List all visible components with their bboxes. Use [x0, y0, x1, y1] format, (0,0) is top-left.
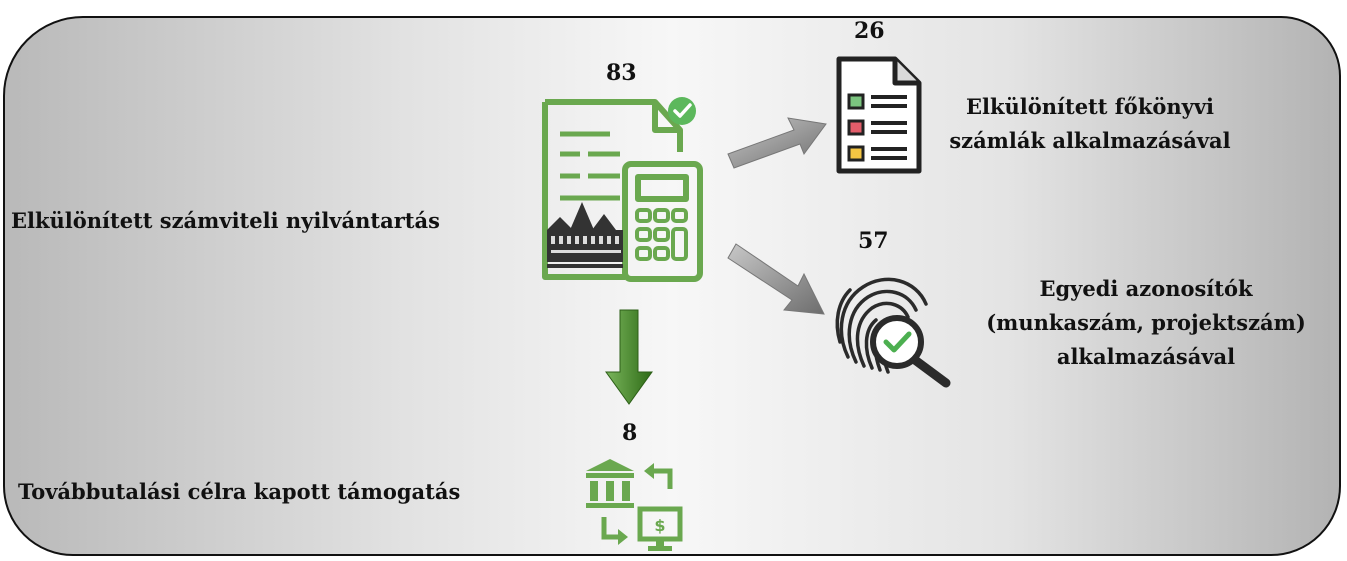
svg-text:$: $: [654, 516, 665, 535]
bank-transfer-icon: $: [586, 459, 683, 551]
fingerprint-magnifier-icon: [835, 277, 951, 388]
identifiers-label-line3: alkalmazásával: [1056, 344, 1236, 369]
arrow-to-ledger: [727, 117, 827, 169]
main-count: 83: [606, 60, 637, 86]
ledger-label-line2: számlák alkalmazásával: [949, 128, 1231, 153]
ledger-count: 26: [854, 18, 885, 44]
checklist-document-icon: [836, 56, 922, 174]
accounting-calculator-icon: [542, 97, 703, 282]
arrow-to-identifiers: [727, 243, 825, 315]
main-label: Elkülönített számviteli nyilvántartás: [11, 208, 440, 233]
identifiers-label-line2: (munkaszám, projektszám): [986, 310, 1306, 335]
arrow-to-transfer: [605, 309, 653, 405]
identifiers-count: 57: [858, 228, 889, 254]
ledger-label: Elkülönített főkönyvi számlák alkalmazás…: [930, 90, 1250, 158]
ledger-label-line1: Elkülönített főkönyvi: [965, 94, 1215, 119]
transfer-label: Továbbutalási célra kapott támogatás: [18, 479, 461, 504]
identifiers-label: Egyedi azonosítók (munkaszám, projektszá…: [950, 272, 1342, 374]
transfer-count: 8: [622, 420, 638, 446]
identifiers-label-line1: Egyedi azonosítók: [1039, 276, 1253, 301]
